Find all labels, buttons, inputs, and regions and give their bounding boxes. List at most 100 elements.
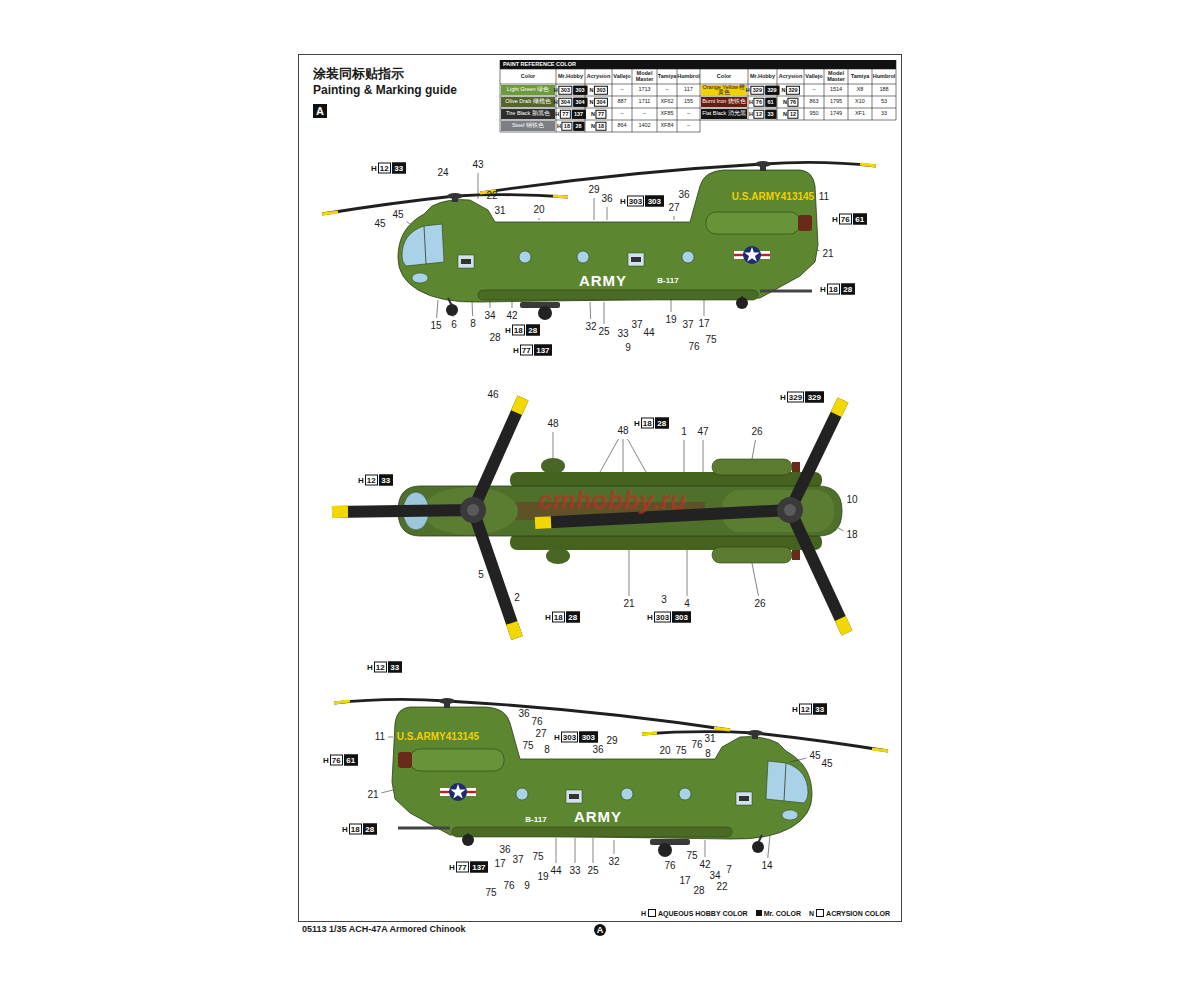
paint-code-chip: N18 <box>591 122 606 131</box>
color-letter: H <box>513 346 519 354</box>
rotor-hub <box>447 193 463 199</box>
callout-number: 36 <box>678 190 689 200</box>
table-cell: 864 <box>612 120 632 132</box>
leader-line <box>604 302 605 324</box>
rotor-hub <box>460 497 486 523</box>
leader-line <box>437 300 438 318</box>
callout-number: 9 <box>625 343 631 353</box>
callout-number: 48 <box>547 419 558 429</box>
gun-pod <box>520 302 560 308</box>
aqueous-number: 303 <box>627 196 644 207</box>
aqueous-number: 329 <box>786 86 799 95</box>
table-cell: 33 <box>872 108 896 120</box>
callout-number: 48 <box>617 426 628 436</box>
paint-code-chip: H7661 <box>749 98 776 107</box>
rotor-blade <box>322 195 568 214</box>
engine-exhaust <box>792 550 800 560</box>
leader-line <box>512 301 513 308</box>
table-cell: 1795 <box>824 96 848 108</box>
callout-number: 28 <box>489 333 500 343</box>
porthole <box>682 251 694 263</box>
color-letter: H <box>634 419 640 427</box>
wheel <box>736 297 748 309</box>
table-cell: XF1 <box>848 108 872 120</box>
door-gun <box>461 259 471 264</box>
table-cell: 117 <box>677 84 700 96</box>
side-view-helicopter-mirrored <box>334 698 888 857</box>
callout-number: 36 <box>499 845 510 855</box>
army-marking: ARMY <box>579 273 627 288</box>
mr-color-number: 61 <box>853 214 867 225</box>
aqueous-number: 18 <box>641 418 654 429</box>
color-letter: H <box>749 99 753 105</box>
gun-mount <box>541 458 565 474</box>
callout-number: 10 <box>846 495 857 505</box>
mr-color-number: 33 <box>813 704 827 715</box>
mr-color-number: 303 <box>573 86 587 95</box>
aqueous-number: 18 <box>349 824 362 835</box>
color-name: Light Green 绿色 <box>507 87 549 93</box>
mr-color-number: 61 <box>765 98 776 107</box>
callout-number: 29 <box>606 736 617 746</box>
color-name: Tire Black 胎黑色 <box>506 111 550 117</box>
callout-number: 44 <box>550 866 561 876</box>
color-letter: H <box>820 285 826 293</box>
leader-line <box>705 840 706 857</box>
callout-number: 47 <box>697 427 708 437</box>
paint-code-chip: H1233 <box>371 163 406 174</box>
sponson <box>478 290 758 300</box>
aqueous-number: 12 <box>754 110 764 119</box>
color-letter: H <box>554 99 558 105</box>
paint-table-grid <box>500 60 896 132</box>
callout-number: 43 <box>472 160 483 170</box>
mr-color-number: 28 <box>363 824 377 835</box>
paint-code-chip: H303303 <box>554 732 598 743</box>
leader-line <box>623 439 624 472</box>
paint-table-grid <box>500 60 896 69</box>
aqueous-number: 76 <box>754 98 764 107</box>
leader-line <box>556 838 557 863</box>
callout-number: 36 <box>592 745 603 755</box>
color-name: Olive Drab 橄榄色 <box>505 99 551 105</box>
national-insignia <box>734 246 770 264</box>
callout-number: 31 <box>704 734 715 744</box>
page-letter: A <box>594 924 606 936</box>
color-name: Steel 钢铁色 <box>512 123 544 129</box>
table-cell: Model Master <box>824 69 848 84</box>
callout-number: 34 <box>484 311 495 321</box>
leader-line <box>478 173 479 199</box>
leader-line <box>704 299 705 316</box>
paint-code-chip: H1233 <box>358 475 393 486</box>
national-insignia <box>744 247 759 262</box>
color-swatch: Flat Black 消光黑 <box>701 109 747 119</box>
callout-number: 26 <box>751 427 762 437</box>
aqueous-number: 77 <box>520 345 533 356</box>
blade-tip <box>332 398 847 638</box>
callout-number: 76 <box>531 717 542 727</box>
callout-number: 3 <box>661 595 667 605</box>
color-letter: H <box>749 111 753 117</box>
callout-number: 33 <box>569 866 580 876</box>
wheel <box>538 306 552 320</box>
callout-number: 37 <box>682 320 693 330</box>
paint-code-chip: H303303 <box>620 196 664 207</box>
paint-code-chip: N304 <box>589 98 607 107</box>
aqueous-number: 12 <box>799 704 812 715</box>
callout-number: 18 <box>846 530 857 540</box>
table-cell: 188 <box>872 84 896 96</box>
color-letter: H <box>367 663 373 671</box>
chin-window <box>412 273 428 283</box>
color-letter: N <box>783 99 787 105</box>
aqueous-number: 18 <box>596 122 606 131</box>
callout-number: 42 <box>506 311 517 321</box>
sheet-letter: A <box>313 104 327 118</box>
mr-color-number: 61 <box>344 755 358 766</box>
leader-line <box>407 221 410 224</box>
color-name: Orange Yellow 橙黄色 <box>701 85 747 96</box>
paint-code-chip: H7661 <box>323 755 358 766</box>
callout-number: 8 <box>544 745 550 755</box>
aqueous-number: 76 <box>330 755 343 766</box>
callout-number: 2 <box>514 593 520 603</box>
leader-line <box>703 440 704 472</box>
leader-line <box>575 838 576 863</box>
